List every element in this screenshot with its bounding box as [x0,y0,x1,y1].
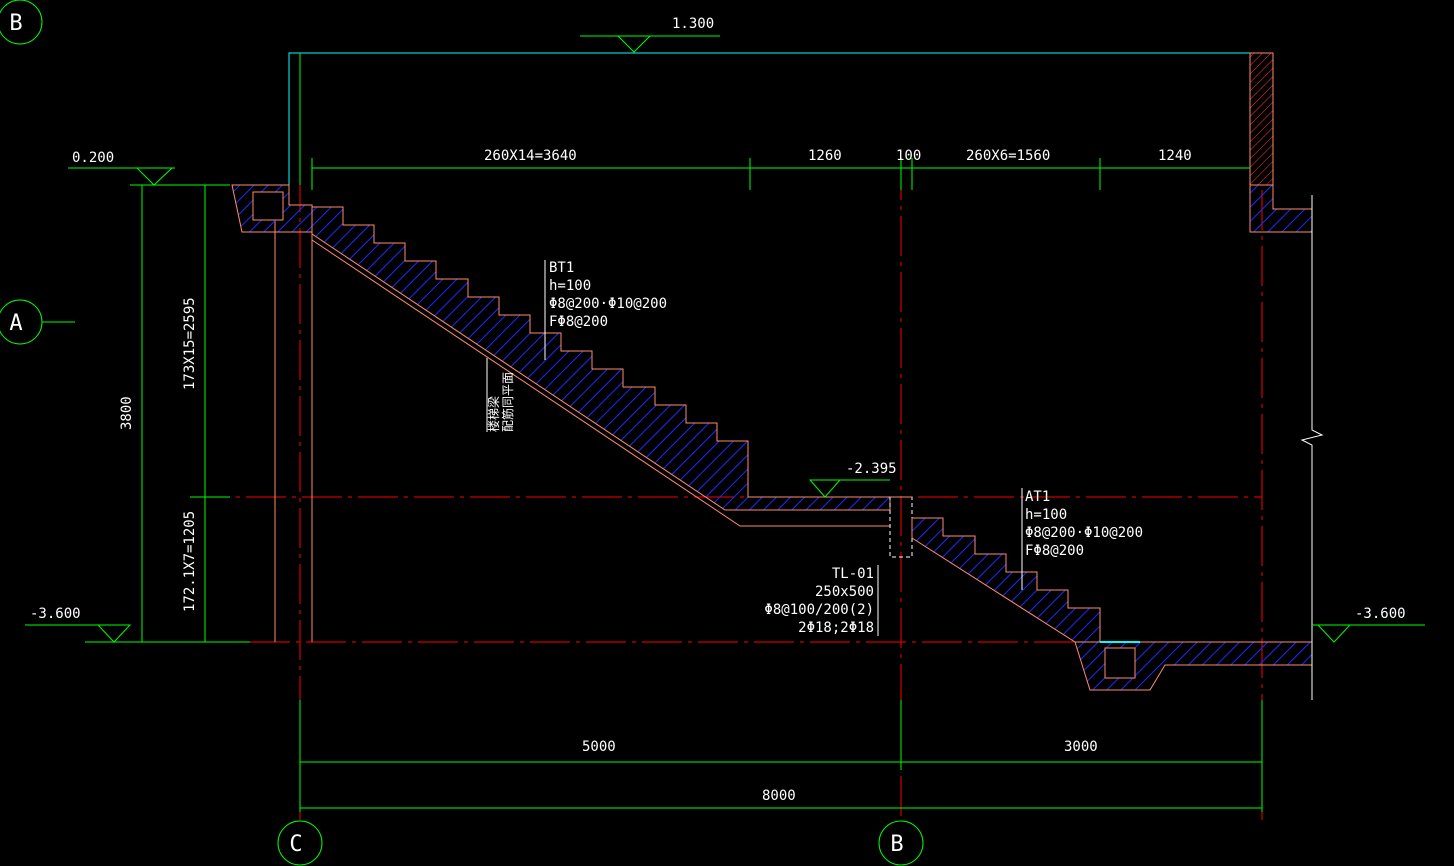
dim-top-flight: 260X14=3640 [484,148,577,164]
grid-bubble-bottom-c [277,820,323,866]
tl01-line-4: 2Φ18;2Φ18 [798,620,874,636]
level-bottom-right: -3.600 [1355,606,1406,622]
top-left-slab [231,184,313,233]
dim-top-flight2: 260X6=1560 [966,148,1050,164]
annotation-tl01: TL-01 250x500 Φ8@100/200(2) 2Φ18;2Φ18 [764,566,874,636]
stair-flight-at1 [911,517,1313,691]
bt1-line-2: h=100 [549,278,591,294]
upper-frame [250,52,1274,186]
left-walls [274,205,313,642]
dim-top-beam: 100 [896,148,921,164]
dimension-lines [85,158,1425,812]
dim-bottom-left: 5000 [582,739,616,755]
grid-label-top-left: B [9,11,22,36]
beam-note-line-1: 楼梯梁 [486,396,501,432]
dim-top-landing: 1260 [808,148,842,164]
grid-bubbles [0,0,924,866]
grid-label-mid-left: A [9,311,22,336]
level-texts: 1.300 0.200 -2.395 -3.600 -3.600 [30,16,1406,622]
dim-left-upper: 173X15=2595 [182,297,198,390]
at1-line-3: Φ8@200·Φ10@200 [1025,525,1143,541]
grid-bubble-labels: B A C B [9,11,903,857]
at1-line-4: FΦ8@200 [1025,543,1084,559]
tl01-line-1: TL-01 [832,566,874,582]
grid-label-bottom-c: C [289,832,302,857]
dim-bottom-total: 8000 [762,788,796,804]
grid-bubble-bottom-b [878,820,924,866]
stair-flight-bt1 [311,206,891,527]
bt1-line-1: BT1 [549,260,574,276]
beam-note-line-2: 配筋同平面 [500,372,515,432]
grid-label-bottom-b: B [890,832,903,857]
level-upper-left: 0.200 [72,150,114,166]
right-break-line [1300,195,1324,700]
at1-line-1: AT1 [1025,489,1050,505]
tl01-line-2: 250x500 [815,584,874,600]
dim-left-total: 3800 [119,396,135,430]
bt1-line-4: FΦ8@200 [549,314,608,330]
dim-top-end: 1240 [1158,148,1192,164]
right-wall [1249,52,1313,233]
dimension-texts: 260X14=3640 1260 100 260X6=1560 1240 500… [119,148,1192,804]
dim-bottom-right: 3000 [1064,739,1098,755]
annotation-at1: AT1 h=100 Φ8@200·Φ10@200 FΦ8@200 [1025,489,1143,559]
annotation-bt1: BT1 h=100 Φ8@200·Φ10@200 FΦ8@200 [549,260,667,330]
level-landing: -2.395 [846,461,897,477]
annotation-beam-note: 楼梯梁 配筋同平面 [486,372,515,432]
level-top: 1.300 [672,16,714,32]
grid-bubble-top-left [0,0,43,45]
tl01-line-3: Φ8@100/200(2) [764,602,874,618]
leader-lines [486,260,1023,636]
level-markers [25,35,1352,643]
bt1-line-3: Φ8@200·Φ10@200 [549,296,667,312]
level-bottom-left: -3.600 [30,606,81,622]
at1-line-2: h=100 [1025,507,1067,523]
dim-left-lower: 172.1X7=1205 [182,511,198,612]
